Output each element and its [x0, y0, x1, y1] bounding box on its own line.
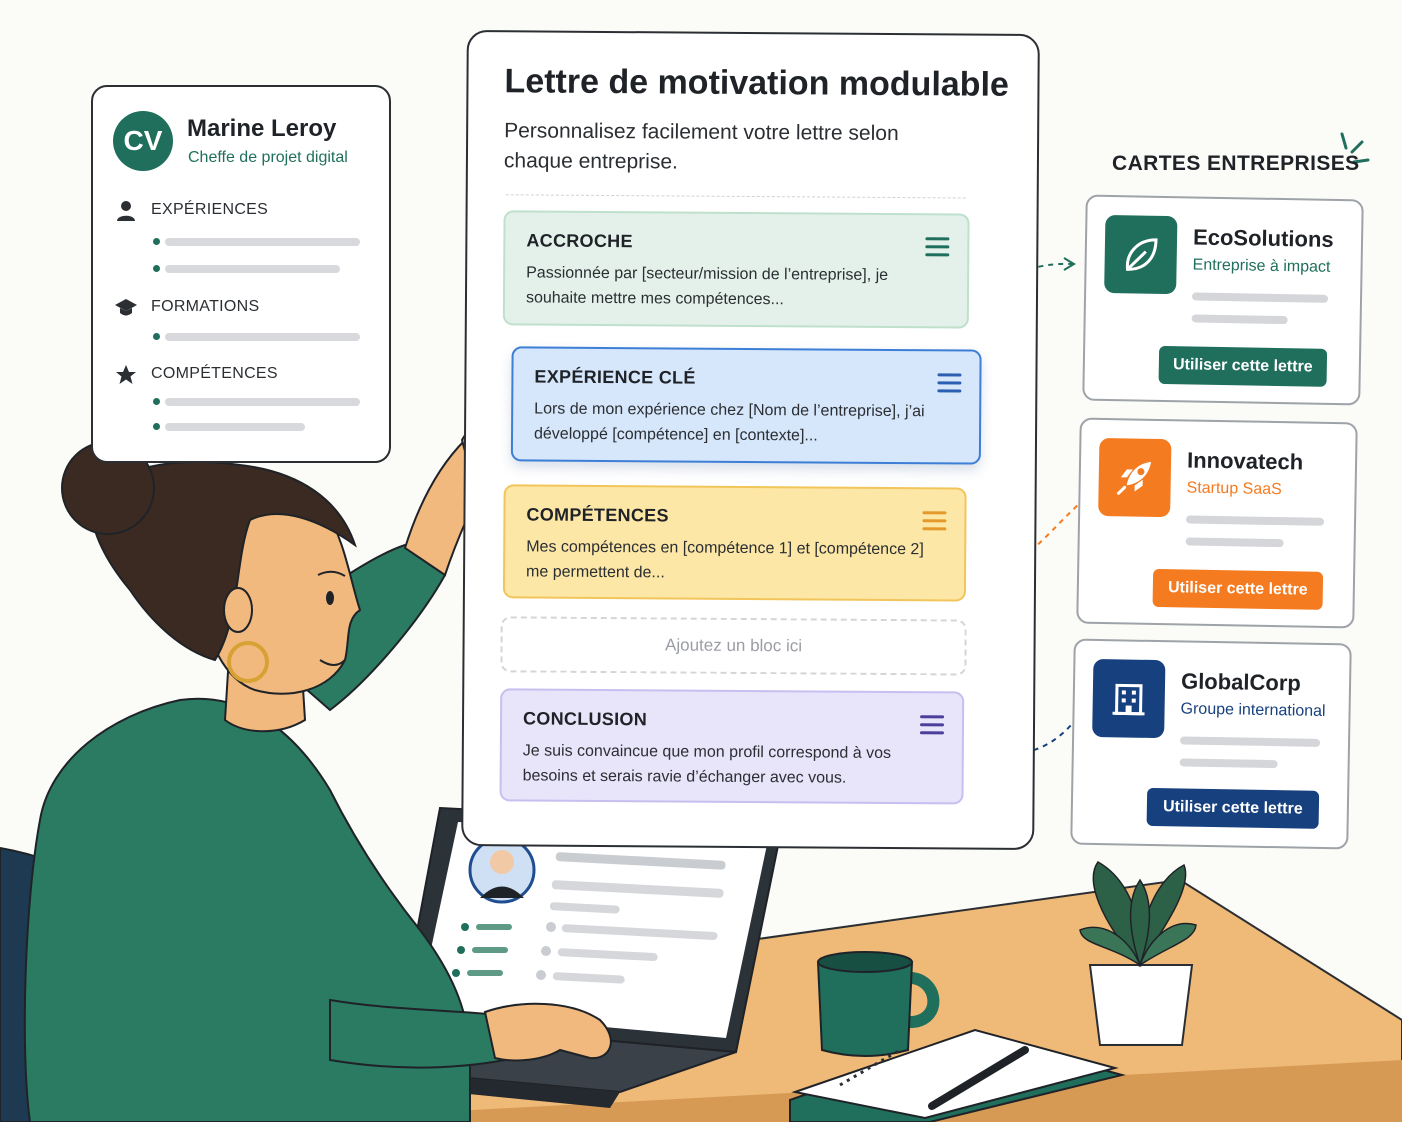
use-letter-button-ecosolutions[interactable]: Utiliser cette lettre	[1158, 345, 1328, 387]
letter-subtitle: Personnalisez facilement votre lettre se…	[503, 119, 899, 174]
cv-placeholder-line	[165, 238, 360, 246]
company-card-innovatech: Innovatech Startup SaaS Utiliser cette l…	[1076, 417, 1358, 629]
letter-block-conclusion[interactable]: CONCLUSION Je suis convaincue que mon pr…	[499, 688, 965, 805]
cv-placeholder-line	[165, 398, 360, 406]
cv-placeholder-line	[165, 423, 305, 431]
company-tagline: Startup SaaS	[1186, 479, 1282, 499]
block-title: CONCLUSION	[522, 708, 648, 730]
sparkle-marks	[1340, 132, 1370, 164]
cv-card: CV Marine Leroy Cheffe de projet digital…	[91, 85, 391, 463]
company-tagline: Entreprise à impact	[1192, 256, 1331, 276]
add-block-dropzone[interactable]: Ajoutez un bloc ici	[500, 616, 967, 676]
letter-block-competences[interactable]: COMPÉTENCES Mes compétences en [compéten…	[502, 484, 967, 602]
plant	[1079, 861, 1197, 1046]
drag-handle-icon[interactable]	[919, 715, 945, 735]
cv-bullet	[153, 398, 160, 405]
rocket-icon	[1098, 437, 1172, 518]
placeholder-line	[1191, 292, 1329, 303]
cv-section-experiences: EXPÉRIENCES	[151, 201, 269, 218]
company-name: Innovatech	[1186, 447, 1304, 475]
company-card-globalcorp: GlobalCorp Groupe international Utiliser…	[1070, 638, 1352, 850]
placeholder-line	[1191, 314, 1288, 325]
cv-section-formations: FORMATIONS	[151, 298, 260, 315]
company-name: EcoSolutions	[1192, 224, 1334, 252]
building-icon	[1092, 658, 1166, 739]
cv-bullet	[153, 265, 160, 272]
drag-handle-icon[interactable]	[937, 373, 962, 393]
cv-bullet	[153, 333, 160, 340]
cv-section-competences: COMPÉTENCES	[151, 365, 278, 382]
letter-title: Lettre de motivation modulable	[504, 62, 1010, 104]
company-card-ecosolutions: EcoSolutions Entreprise à impact Utilise…	[1082, 194, 1364, 406]
person-icon	[117, 201, 135, 221]
company-tagline: Groupe international	[1180, 700, 1326, 720]
notebook	[789, 1028, 1126, 1122]
letter-block-accroche[interactable]: ACCROCHE Passionnée par [secteur/mission…	[502, 210, 970, 329]
cv-placeholder-line	[165, 333, 360, 341]
drag-handle-icon[interactable]	[922, 511, 947, 531]
company-name: GlobalCorp	[1180, 668, 1302, 696]
cv-badge: CV	[113, 111, 173, 171]
block-text: Passionnée par [secteur/mission de l’ent…	[525, 264, 889, 309]
leaf-icon	[1104, 214, 1178, 295]
cv-bullet	[153, 423, 160, 430]
block-title: ACCROCHE	[526, 230, 633, 252]
placeholder-line	[1179, 736, 1321, 747]
cover-letter-panel: Lettre de motivation modulable Personnal…	[461, 30, 1040, 850]
block-text: Lors de mon expérience chez [Nom de l’en…	[533, 400, 925, 445]
coffee-mug	[816, 951, 940, 1057]
graduation-cap-icon	[115, 299, 137, 316]
cv-bullet	[153, 238, 160, 245]
placeholder-line	[1185, 537, 1284, 548]
use-letter-button-globalcorp[interactable]: Utiliser cette lettre	[1146, 787, 1320, 829]
drop-zone-divider	[505, 194, 966, 199]
cv-name: Marine Leroy	[187, 115, 337, 142]
letter-block-experience-cle[interactable]: EXPÉRIENCE CLÉ Lors de mon expérience ch…	[510, 346, 982, 465]
block-title: EXPÉRIENCE CLÉ	[534, 366, 696, 388]
block-text: Mes compétences en [compétence 1] et [co…	[526, 538, 924, 582]
placeholder-line	[1179, 758, 1278, 769]
company-cards-heading: CARTES ENTREPRISES	[1112, 152, 1360, 175]
block-text: Je suis convaincue que mon profil corres…	[522, 742, 892, 787]
star-icon	[116, 365, 136, 384]
cv-role: Cheffe de projet digital	[188, 149, 348, 166]
drag-handle-icon[interactable]	[925, 237, 950, 257]
cv-placeholder-line	[165, 265, 340, 273]
placeholder-line	[1185, 515, 1325, 526]
use-letter-button-innovatech[interactable]: Utiliser cette lettre	[1152, 568, 1324, 610]
block-title: COMPÉTENCES	[526, 504, 669, 526]
